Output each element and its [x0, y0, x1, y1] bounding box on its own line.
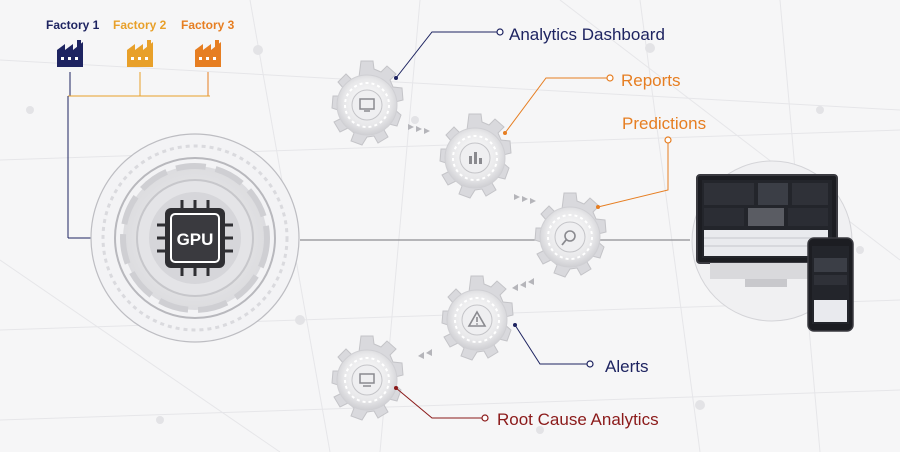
factory-3-label: Factory 3 [181, 18, 235, 32]
warning-icon [467, 310, 487, 327]
analytics-dashboard-label: Analytics Dashboard [509, 25, 665, 44]
dashboard-monitor [696, 174, 838, 287]
factory-2-label: Factory 2 [113, 18, 167, 32]
predictions-label: Predictions [622, 114, 706, 133]
magnifier-icon [561, 230, 576, 246]
reports-label: Reports [621, 71, 681, 90]
dashboard-phone [807, 237, 854, 332]
gpu-chip-icon: GPU [157, 200, 233, 276]
callout-lines [395, 31, 669, 419]
factory-3-icon [195, 40, 221, 67]
flow-arrows [408, 124, 536, 359]
report-chart-icon [469, 152, 482, 164]
background-nodes [26, 43, 864, 434]
factory-1-label: Factory 1 [46, 18, 100, 32]
computer-icon [359, 373, 375, 387]
monitor-icon [359, 98, 375, 112]
factory-1-icon [57, 40, 83, 67]
gear-predictions [534, 192, 607, 278]
alerts-label: Alerts [605, 357, 648, 376]
callout-dots [481, 28, 672, 422]
callout-end-dots [394, 76, 600, 390]
factory-connectors [67, 72, 210, 239]
factory-2-icon [127, 40, 153, 67]
gpu-label: GPU [177, 230, 214, 249]
gear-analytics [331, 60, 404, 146]
root-cause-analytics-label: Root Cause Analytics [497, 410, 659, 429]
